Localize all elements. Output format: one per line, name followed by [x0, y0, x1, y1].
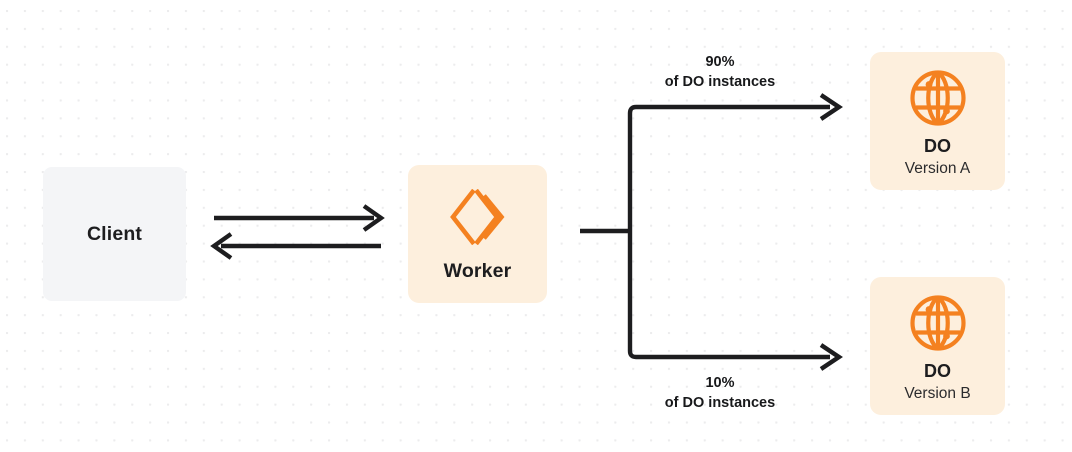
- edge-label-do-b: 10% of DO instances: [608, 374, 832, 413]
- node-do-version-a[interactable]: DO Version A: [870, 52, 1005, 190]
- node-do-a-subtitle: Version A: [904, 159, 971, 177]
- durable-object-globe-icon: [908, 68, 968, 128]
- edge-client-to-worker: [214, 204, 385, 232]
- arrowhead-to-do-b: [819, 343, 843, 371]
- node-client[interactable]: Client: [43, 167, 186, 301]
- arrowhead-to-do-a: [819, 93, 843, 121]
- node-do-b-subtitle: Version B: [904, 384, 971, 402]
- node-do-b-title: DO: [924, 361, 951, 381]
- edge-label-do-a-percent: 90%: [705, 54, 735, 70]
- edge-worker-to-client: [210, 232, 381, 260]
- edge-label-do-b-description: of DO instances: [664, 394, 776, 411]
- node-client-label: Client: [86, 222, 143, 245]
- edge-label-do-a-description: of DO instances: [664, 73, 776, 90]
- edge-split-riser: [627, 104, 830, 360]
- node-worker-label: Worker: [443, 259, 512, 282]
- node-do-version-b[interactable]: DO Version B: [870, 277, 1005, 415]
- node-worker[interactable]: Worker: [408, 165, 547, 303]
- durable-object-globe-icon: [908, 293, 968, 353]
- node-do-a-title: DO: [924, 136, 951, 156]
- cloudflare-workers-icon: [447, 189, 509, 245]
- edge-label-do-b-percent: 10%: [705, 375, 735, 391]
- edge-label-do-a: 90% of DO instances: [608, 53, 832, 92]
